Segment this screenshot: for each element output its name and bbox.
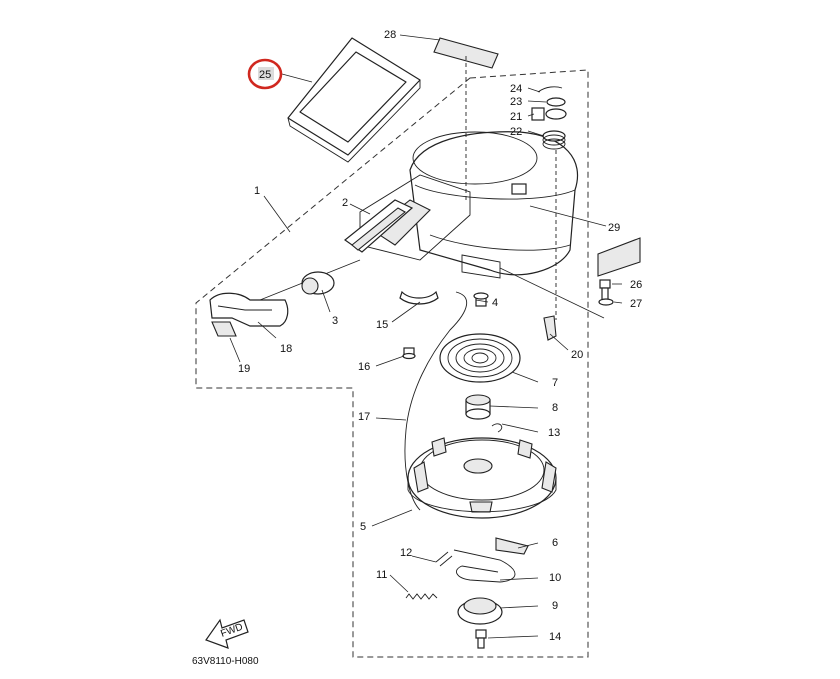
part-11-spring[interactable] <box>405 593 438 600</box>
assembly-boundary <box>195 69 589 658</box>
callout-1: 1 <box>254 185 260 197</box>
highlight-fill <box>258 67 274 80</box>
callout-4: 4 <box>492 297 498 309</box>
part-20-stopper[interactable] <box>543 315 557 341</box>
part-18-handle[interactable] <box>209 292 289 327</box>
part-28-label[interactable] <box>433 37 499 69</box>
part-15-guide[interactable] <box>399 290 439 305</box>
callout-22: 22 <box>510 126 522 138</box>
callout-2: 2 <box>342 197 348 209</box>
callout-28: 28 <box>384 29 396 41</box>
callout-24: 24 <box>510 83 522 95</box>
callout-19: 19 <box>238 363 250 375</box>
callout-14: 14 <box>549 631 561 643</box>
part-19-clip[interactable] <box>211 321 237 337</box>
callout-20: 20 <box>571 349 583 361</box>
leader-lines <box>229 34 623 639</box>
part-10-return-spring[interactable] <box>453 549 516 583</box>
part-27-washer[interactable] <box>598 298 614 306</box>
highlight-ring <box>247 58 283 90</box>
part-4-bolt[interactable] <box>473 292 489 307</box>
part-23-washer[interactable] <box>546 97 566 107</box>
callout-25: 25 <box>259 69 271 81</box>
callout-13: 13 <box>548 427 560 439</box>
callout-8: 8 <box>552 402 558 414</box>
part-24-pin[interactable] <box>537 86 563 93</box>
callout-17: 17 <box>358 411 370 423</box>
part-2-grip-bracket[interactable] <box>344 199 414 253</box>
part-6-drive-pawl[interactable] <box>495 537 529 555</box>
callout-6: 6 <box>552 537 558 549</box>
callout-18: 18 <box>280 343 292 355</box>
callout-27: 27 <box>630 298 642 310</box>
part-7-spiral-spring[interactable] <box>439 333 521 383</box>
callout-15: 15 <box>376 319 388 331</box>
part-14-bolt[interactable] <box>475 629 487 649</box>
part-21-pawl[interactable] <box>531 107 567 121</box>
part-1-starter-case[interactable] <box>359 56 579 279</box>
callout-5: 5 <box>360 521 366 533</box>
callout-labels: 28 25 24 23 21 22 1 2 29 26 27 4 3 15 18… <box>238 29 642 643</box>
fwd-arrow-icon: FWD <box>205 618 249 649</box>
callout-29: 29 <box>608 222 620 234</box>
callout-12: 12 <box>400 547 412 559</box>
callout-21: 21 <box>510 111 522 123</box>
callout-11: 11 <box>376 569 387 581</box>
callout-23: 23 <box>510 96 522 108</box>
part-16-bolt[interactable] <box>402 347 416 360</box>
callout-3: 3 <box>332 315 338 327</box>
part-12-pin[interactable] <box>435 551 453 567</box>
callout-9: 9 <box>552 600 558 612</box>
part-29-label[interactable] <box>597 237 641 277</box>
part-9-plate[interactable] <box>457 597 503 625</box>
part-25-gasket[interactable] <box>287 37 421 163</box>
callout-26: 26 <box>630 279 642 291</box>
part-3-rope-handle-insert[interactable] <box>259 259 361 301</box>
part-5-drum-pulley[interactable] <box>407 437 557 519</box>
part-26-bolt[interactable] <box>599 279 611 301</box>
callout-10: 10 <box>549 572 561 584</box>
callout-16: 16 <box>358 361 370 373</box>
part-13-clip[interactable] <box>491 423 503 433</box>
diagram-code: 63V8110-H080 <box>192 656 259 667</box>
callout-7: 7 <box>552 377 558 389</box>
part-8-bushing[interactable] <box>465 394 491 420</box>
